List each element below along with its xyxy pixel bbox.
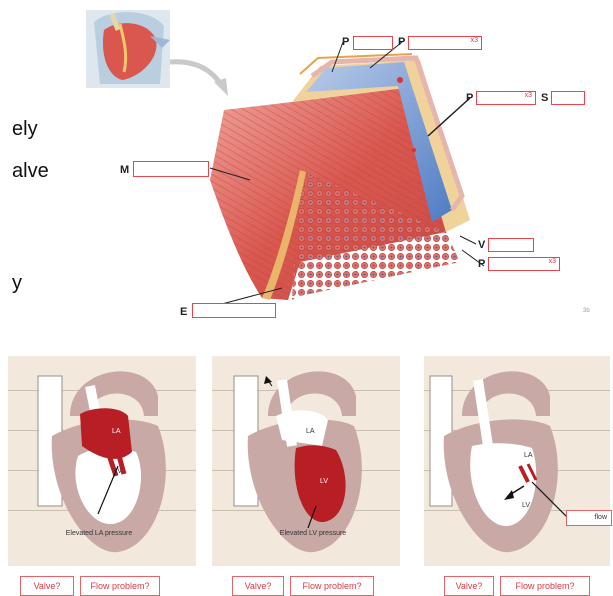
box-suffix: x3 bbox=[525, 92, 532, 99]
panel-caption: Elevated LV pressure bbox=[278, 530, 348, 538]
pointer-arrow bbox=[170, 62, 222, 86]
chamber-label: LA bbox=[306, 428, 315, 435]
heart-wall-diagram bbox=[0, 0, 613, 340]
label-p3: P bbox=[466, 92, 473, 104]
answer-box-m[interactable] bbox=[133, 161, 209, 177]
valve-answer-box-2[interactable]: Valve? bbox=[232, 576, 284, 596]
label-v: V bbox=[478, 239, 485, 251]
label-s: S bbox=[541, 92, 548, 104]
panel-1: LA LV Elevated LA pressure bbox=[8, 356, 196, 566]
watermark: 3b bbox=[583, 308, 590, 314]
panel-2: LA LV Elevated LV pressure bbox=[212, 356, 400, 566]
chamber-label: LV bbox=[522, 502, 530, 509]
flow-answer-box[interactable]: flow bbox=[566, 510, 612, 526]
answer-box-p1[interactable] bbox=[353, 36, 393, 50]
label-m: M bbox=[120, 164, 129, 176]
chamber-label: LA bbox=[524, 452, 533, 459]
flow-problem-answer-box-2[interactable]: Flow problem? bbox=[290, 576, 374, 596]
heart-illustration-3 bbox=[424, 356, 610, 566]
box-suffix: x3 bbox=[549, 258, 556, 265]
box-suffix: x3 bbox=[471, 37, 478, 44]
chamber-label: LA bbox=[112, 428, 121, 435]
chamber-label: LV bbox=[114, 468, 122, 475]
answer-box-p3[interactable]: x3 bbox=[476, 91, 536, 105]
valve-answer-box-1[interactable]: Valve? bbox=[20, 576, 74, 596]
answer-box-e[interactable] bbox=[192, 303, 276, 318]
answer-box-p2[interactable]: x3 bbox=[408, 36, 482, 50]
panel-caption: Elevated LA pressure bbox=[64, 530, 134, 538]
label-p4: P bbox=[478, 258, 485, 270]
answer-box-v[interactable] bbox=[488, 238, 534, 252]
answer-box-s[interactable] bbox=[551, 91, 585, 105]
chamber-label: LV bbox=[320, 478, 328, 485]
panel-3: LA LV bbox=[424, 356, 610, 566]
heart-thumbnail bbox=[86, 10, 170, 88]
valve-answer-box-3[interactable]: Valve? bbox=[444, 576, 494, 596]
flow-problem-answer-box-3[interactable]: Flow problem? bbox=[500, 576, 590, 596]
flow-problem-answer-box-1[interactable]: Flow problem? bbox=[80, 576, 160, 596]
label-e: E bbox=[180, 306, 187, 318]
label-p2: P bbox=[398, 36, 405, 48]
label-p1: P bbox=[342, 36, 349, 48]
answer-box-p4[interactable]: x3 bbox=[488, 257, 560, 271]
